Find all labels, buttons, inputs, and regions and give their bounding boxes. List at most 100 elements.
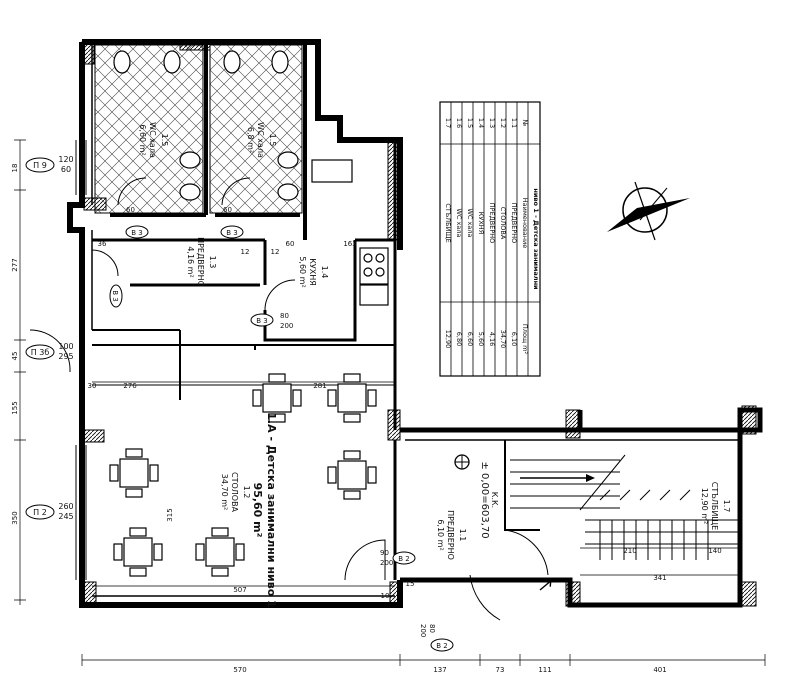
room-name: WC хала [148,122,157,158]
stair-arrow-head [586,474,595,482]
svg-text:Наименование: Наименование [521,198,529,249]
room-area: 6,60 m² [138,124,147,155]
stair-diagonal [579,454,626,511]
table-set [195,527,245,577]
door-tag: В 3 [256,317,267,325]
room-code: 1.2 [242,486,251,499]
door-swing [29,329,71,373]
room-area: 4,16 m² [186,246,195,277]
burner-icon [363,253,373,263]
svg-text:277: 277 [11,258,19,271]
room-name: WC хала [256,122,265,158]
svg-text:15: 15 [406,580,415,588]
column-hatch [179,41,211,51]
svg-text:60: 60 [286,240,295,248]
window-h: 295 [58,352,73,361]
table-set [109,448,159,498]
svg-text:WC хала: WC хала [466,209,474,238]
stair-mid [504,440,540,531]
sink-icon [311,159,353,183]
svg-text:ПРЕДВЕРНО: ПРЕДВЕРНО [488,203,496,243]
main-area: 95,60 m² [251,483,264,538]
svg-text:12,90: 12,90 [444,330,452,349]
svg-text:200: 200 [419,624,427,637]
room-area: 34,70 m² [220,474,229,510]
toilet-icon [163,50,181,74]
door-tag: В 2 [436,642,447,650]
column-hatch [741,581,757,607]
svg-text:1.7: 1.7 [444,118,452,128]
sink-icon [179,151,201,169]
table-set [113,527,163,577]
svg-text:210: 210 [623,547,636,555]
room-code: 1.5 [160,134,169,147]
table-set [327,450,377,500]
door-swing [264,279,296,311]
svg-text:341: 341 [653,574,666,582]
svg-text:1.2: 1.2 [499,118,507,128]
stair-treads [510,454,740,560]
toilet-icon [113,50,131,74]
sink-icon [277,151,299,169]
burner-icon [375,267,385,277]
door-swing [344,539,386,581]
room-code: 1.1 [458,529,467,542]
burner-icon [363,267,373,277]
dimension-text: 18 277 155 350 45 570 137 73 111 401 276… [11,164,722,674]
room-code: 1.4 [320,266,329,279]
svg-text:30: 30 [88,382,97,390]
sink-icon [277,183,299,201]
svg-text:6,10: 6,10 [510,332,518,346]
svg-text:10: 10 [381,592,390,600]
svg-text:140: 140 [708,547,721,555]
legend-caption: ниво 1 - Детска занимални [532,188,540,290]
window-tag: П 3б [31,348,50,357]
door-tags: В 3 60 В 3 60 В 3 В 3 80 200 В 2 90 200 … [109,206,454,652]
table-set [327,373,377,423]
svg-text:СТОЛОВА: СТОЛОВА [499,207,507,240]
wc1-tiles [94,44,204,214]
svg-text:Площ m²: Площ m² [521,324,529,355]
door-tag: В 3 [131,229,142,237]
table-set [252,373,302,423]
columns [81,41,757,607]
room-name: ПРЕДВЕРНО [196,237,205,287]
svg-text:350: 350 [11,511,19,524]
entry-swing [469,529,549,621]
toilet-icon [223,50,241,74]
room-code: 1.3 [208,256,217,269]
svg-text:111: 111 [538,666,551,674]
north-arrow-icon [607,181,690,241]
svg-text:200: 200 [280,322,293,330]
svg-text:12: 12 [241,248,250,256]
svg-text:507: 507 [233,586,246,594]
dining-wall-top [92,344,395,350]
column-hatch [565,581,581,607]
svg-text:315: 315 [166,508,174,521]
door-swing [221,177,251,206]
window-h: 60 [61,165,71,174]
door-swing [91,249,119,277]
door-swing [117,177,147,206]
svg-text:6,80: 6,80 [455,332,463,346]
svg-text:WC хала: WC хала [455,209,463,238]
svg-text:6,60: 6,60 [466,332,474,346]
svg-text:570: 570 [233,666,246,674]
svg-text:4,16: 4,16 [488,332,496,346]
svg-text:КУХНЯ: КУХНЯ [477,212,485,234]
svg-text:1.1: 1.1 [510,118,518,128]
svg-text:34,70: 34,70 [499,330,507,349]
dining-tables [109,373,377,577]
room-name: КУХНЯ [308,258,317,286]
outer-wall [67,42,403,608]
svg-text:12: 12 [271,248,280,256]
stove-icon [359,247,389,285]
svg-text:18: 18 [11,164,19,173]
door-tag: В 3 [111,290,119,301]
legend-table: ниво 1 - Детска занимални № Наименование… [439,101,541,377]
windows [75,140,87,580]
column-hatch [81,41,95,65]
room-code: 1.7 [722,500,731,513]
entry-arrow-icon [539,579,552,591]
